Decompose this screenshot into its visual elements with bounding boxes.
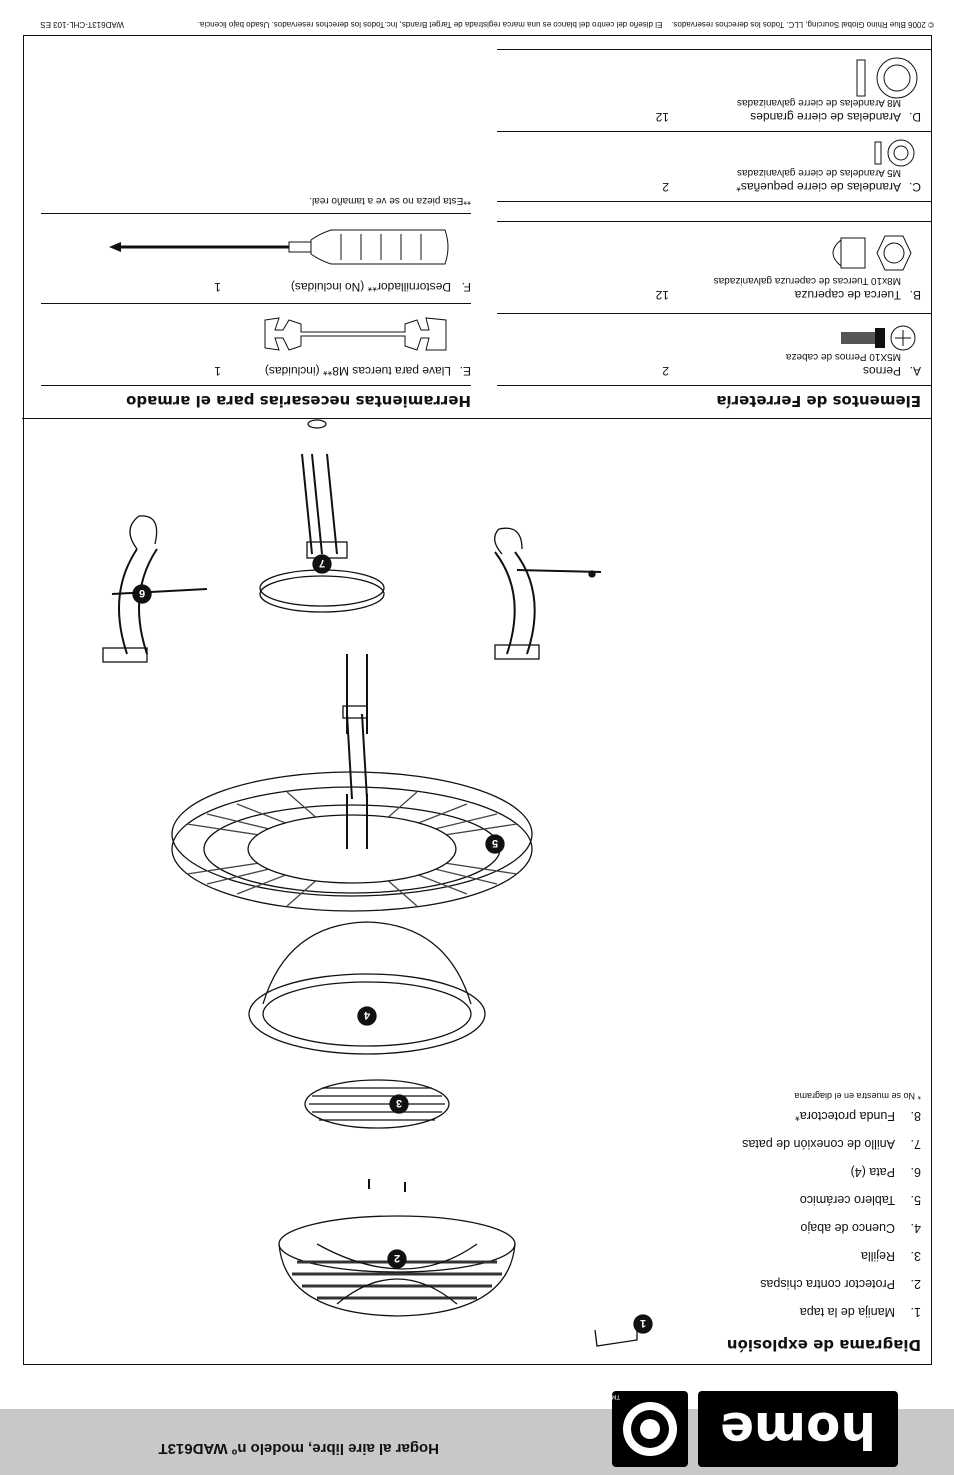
- svg-text:TM: TM: [612, 1393, 621, 1400]
- svg-text:3: 3: [396, 1097, 402, 1109]
- list-item: 4.Cuenco de abajo: [800, 1221, 921, 1235]
- grate-drawing: 3: [304, 1079, 450, 1129]
- bolt-icon: [841, 325, 916, 351]
- hardware-title: Elementos de Ferretería: [716, 392, 921, 410]
- hardware-item-c: C.Arandelas de cierre pequeñas* M5 Arand…: [736, 167, 921, 194]
- tool-item-f: F.Destornillador** (No incluidas): [290, 280, 471, 294]
- cap-nut-icon: [832, 235, 912, 271]
- leg-drawing: 6: [102, 515, 208, 663]
- bowl-drawing: 4: [248, 921, 486, 1055]
- brand-logo: home TM: [612, 1391, 898, 1467]
- list-item: 2.Protector contra chispas: [760, 1277, 921, 1291]
- list-item: 5.Tablero cerámico: [799, 1193, 921, 1207]
- copyright-text: © 2006 Blue Rhino Global Sourcing, LLC. …: [671, 20, 934, 29]
- hardware-panel: Elementos de Ferretería A.Pernos M5X10 P…: [497, 36, 931, 418]
- small-lock-washer-icon: [874, 139, 915, 167]
- parts-list: 1.Manija de la tapa 2.Protector contra c…: [742, 1082, 921, 1326]
- svg-text:2: 2: [394, 1252, 400, 1264]
- footer: © 2006 Blue Rhino Global Sourcing, LLC. …: [34, 20, 934, 29]
- content-frame: Diagrama de explosión 1.Manija de la tap…: [22, 35, 932, 1365]
- brand-wordmark: home: [720, 1401, 876, 1459]
- product-title: Hogar al aire libre, modelo nº WAD613T: [158, 1440, 439, 1457]
- leg-drawing: [346, 527, 602, 734]
- hardware-qty: 12: [655, 288, 669, 302]
- large-lock-washer-icon: [856, 57, 918, 99]
- tools-note: **Esta pieza no se ve a tamaño real.: [309, 195, 471, 206]
- hardware-qty: 2: [662, 364, 669, 378]
- svg-text:1: 1: [640, 1317, 646, 1329]
- hardware-item-d: D.Arandelas de cierre grandes M8 Arandel…: [737, 97, 921, 124]
- ceramic-table-drawing: 5: [171, 705, 533, 912]
- list-item: 3.Rejilla: [860, 1249, 921, 1263]
- section-divider: [22, 418, 931, 419]
- svg-text:6: 6: [139, 587, 145, 599]
- screwdriver-icon: [109, 229, 449, 265]
- tool-item-e: E.Llave para tuercas M8** (incluidas): [264, 364, 471, 378]
- hardware-qty: 2: [662, 180, 669, 194]
- tools-panel: Herramientas necesarias para el armado E…: [41, 36, 471, 418]
- tool-qty: 1: [214, 364, 221, 378]
- trademark-text: El diseño del centro del blanco es una m…: [197, 20, 663, 29]
- list-item: 6.Pata (4): [850, 1165, 921, 1179]
- list-item: 7.Anillo de conexión de patas: [742, 1137, 921, 1151]
- leg-ring-drawing: 7: [259, 419, 385, 613]
- parts-note: * No se muestra en el diagrama: [794, 1091, 921, 1101]
- spark-screen-drawing: 2: [278, 1179, 516, 1317]
- tools-title: Herramientas necesarias para el armado: [126, 392, 471, 410]
- lid-handle-drawing: 1: [594, 1314, 653, 1347]
- exploded-title: Diagrama de explosión: [726, 1336, 921, 1354]
- list-item: 1.Manija de la tapa: [799, 1305, 921, 1319]
- hardware-item-b: B.Tuerca de caperuza M8x10 Tuercas de ca…: [713, 275, 921, 302]
- header-band: Hogar al aire libre, modelo nº WAD613T h…: [0, 1391, 954, 1475]
- exploded-diagram: 1 2 3: [102, 419, 653, 1347]
- doc-id: WAD613T-CHL-103 ES: [40, 20, 124, 29]
- tool-qty: 1: [214, 280, 221, 294]
- svg-text:7: 7: [319, 557, 325, 569]
- svg-text:4: 4: [363, 1009, 370, 1021]
- svg-text:5: 5: [492, 837, 498, 849]
- hardware-qty: 12: [655, 110, 669, 124]
- wrench-icon: [264, 317, 447, 351]
